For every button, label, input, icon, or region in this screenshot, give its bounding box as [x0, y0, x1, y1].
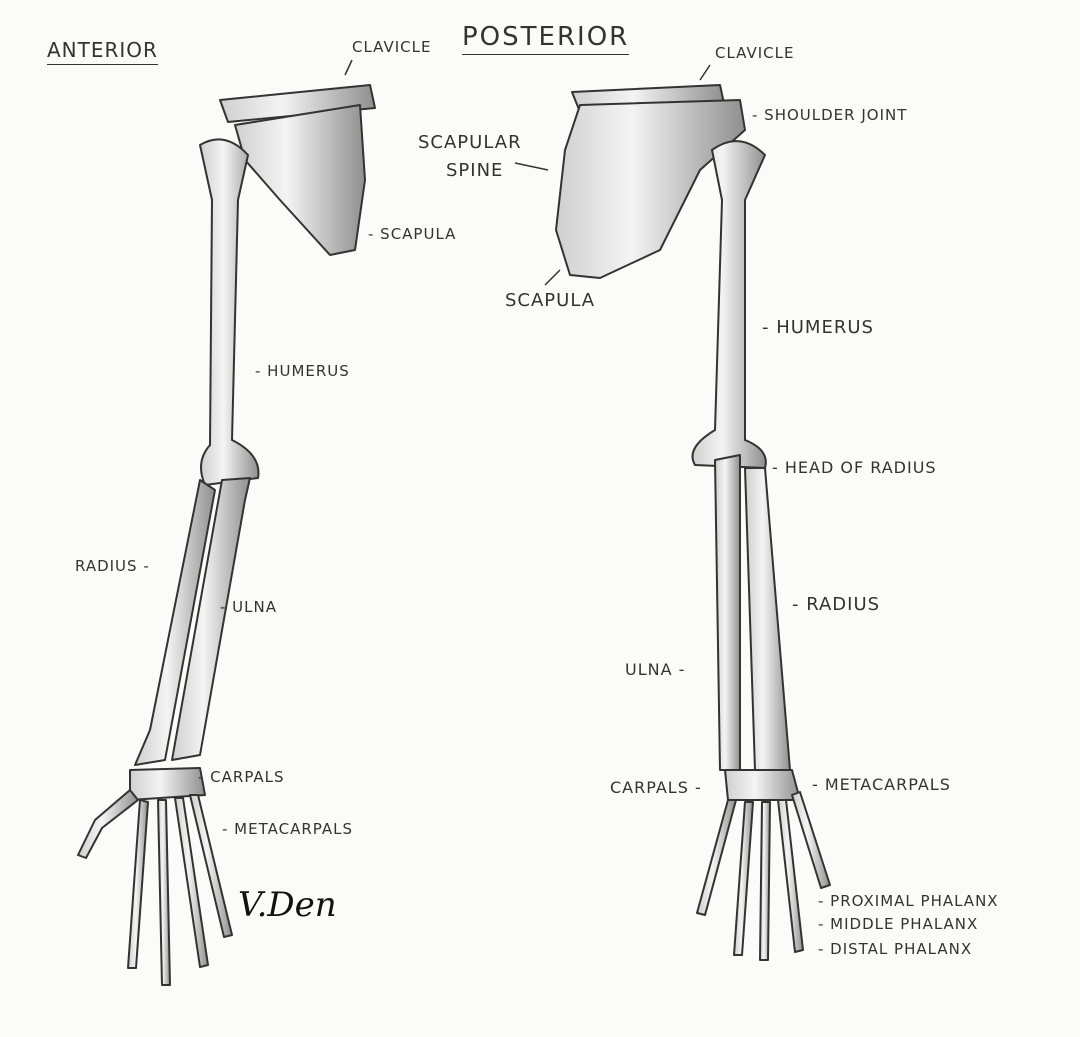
posterior-ulna-label: ULNA -: [625, 660, 686, 679]
anterior-metacarpals-label: - METACARPALS: [222, 820, 353, 838]
posterior-scapular-spine-label-line2: SPINE: [446, 160, 504, 181]
anterior-thumb: [77, 789, 139, 859]
posterior-title: POSTERIOR: [462, 22, 630, 55]
posterior-middle-phalanx-label: - MIDDLE PHALANX: [818, 915, 979, 933]
posterior-arm: [555, 84, 831, 961]
posterior-distal-phalanx-label: - DISTAL PHALANX: [818, 940, 973, 958]
leader-line: [514, 162, 549, 171]
posterior-humerus-label: - HUMERUS: [762, 317, 874, 338]
anterior-finger-2: [157, 799, 171, 986]
leader-line: [544, 269, 561, 286]
anterior-arm: [77, 84, 376, 986]
artist-signature: V.Den: [238, 885, 337, 925]
posterior-radius-label: - RADIUS: [792, 594, 881, 615]
anterior-scapula: [234, 104, 366, 256]
posterior-proximal-phalanx-label: - PROXIMAL PHALANX: [818, 892, 999, 910]
posterior-metacarpals-label: - METACARPALS: [812, 775, 951, 794]
anterior-ulna: [171, 477, 251, 761]
posterior-scapula-label: SCAPULA: [505, 290, 596, 311]
posterior-radius: [744, 467, 791, 771]
anterior-clavicle: [219, 84, 376, 123]
posterior-clavicle-label: CLAVICLE: [715, 44, 795, 62]
posterior-finger-2: [733, 801, 754, 956]
anterior-finger-4: [189, 794, 233, 938]
posterior-carpals-label: CARPALS -: [610, 778, 702, 797]
posterior-scapula: [555, 99, 746, 279]
posterior-head-of-radius-label: - HEAD OF RADIUS: [772, 458, 937, 477]
posterior-ulna: [714, 454, 741, 771]
posterior-carpals: [724, 769, 801, 801]
posterior-scapular-spine-label-line1: SCAPULAR: [418, 132, 522, 153]
anterior-finger-3: [174, 797, 209, 968]
posterior-finger-1: [696, 799, 737, 916]
posterior-humerus: [691, 140, 767, 469]
posterior-thumb: [791, 791, 831, 889]
posterior-finger-3: [759, 801, 771, 961]
leader-line: [699, 64, 711, 81]
anterior-title: ANTERIOR: [47, 38, 158, 65]
anterior-ulna-label: - ULNA: [220, 598, 277, 616]
anterior-finger-1: [127, 799, 149, 969]
anterior-scapula-label: - SCAPULA: [368, 225, 457, 243]
posterior-finger-4: [777, 799, 804, 953]
posterior-shoulder-joint-label: - SHOULDER JOINT: [752, 106, 908, 124]
anterior-humerus: [199, 138, 260, 486]
anterior-radius-label: RADIUS -: [75, 557, 150, 575]
anterior-carpals-label: - CARPALS: [198, 768, 285, 786]
anterior-clavicle-label: CLAVICLE: [352, 38, 432, 56]
anterior-radius: [134, 479, 216, 766]
leader-line: [344, 59, 353, 76]
anterior-humerus-label: - HUMERUS: [255, 362, 350, 380]
